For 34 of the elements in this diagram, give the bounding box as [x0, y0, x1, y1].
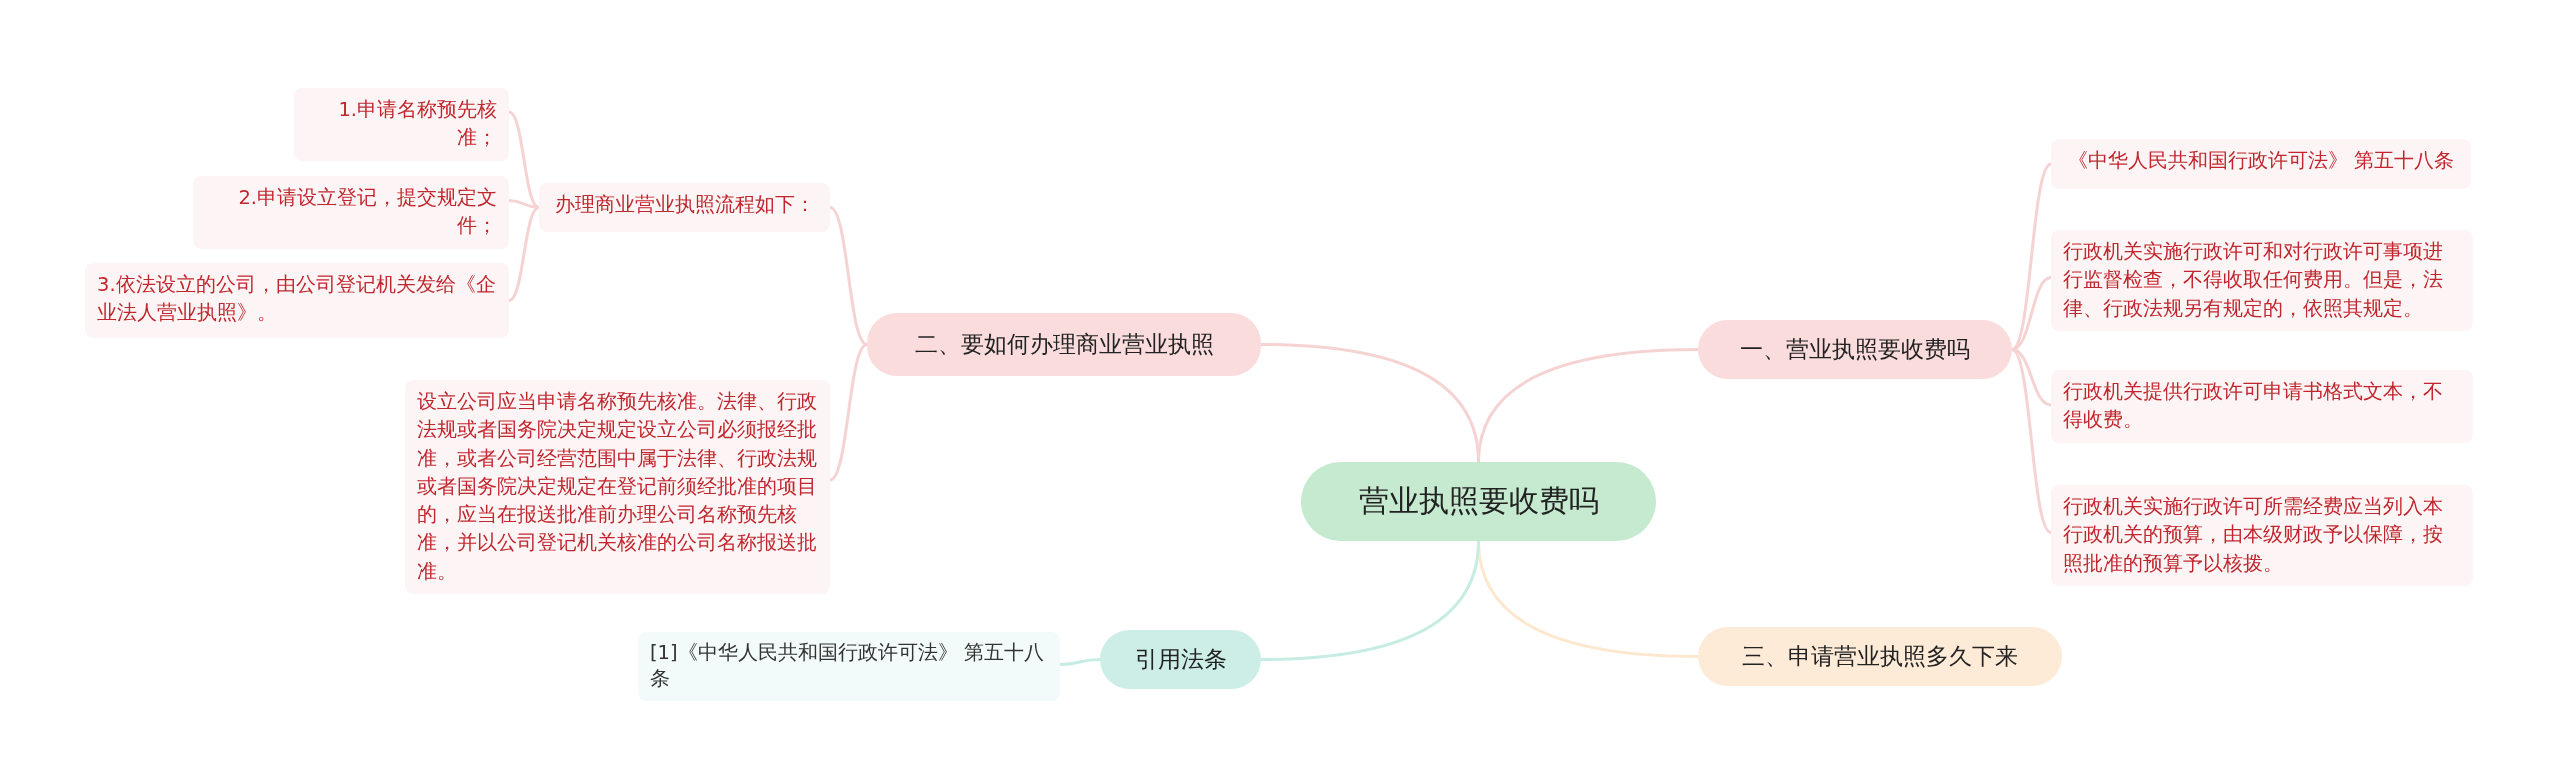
topic-text: 1.申请名称预先核准； [337, 97, 497, 152]
topic-text: [1]《中华人民共和国行政许可法》 第五十八条 [650, 640, 1045, 693]
topic-text: 一、营业执照要收费吗 [1740, 335, 1970, 364]
connector-line [1260, 540, 1480, 661]
note-card [2051, 139, 2471, 189]
connector-line [508, 206, 540, 302]
note-card [193, 176, 509, 249]
connector-line [829, 343, 868, 482]
note-card [2051, 230, 2473, 331]
connector-line [1260, 343, 1480, 463]
connector-line [2011, 162, 2052, 351]
note-card [539, 183, 830, 232]
topic-text: 《中华人民共和国行政许可法》 第五十八条 [2066, 148, 2456, 174]
note-card [85, 263, 509, 338]
connector-line [1059, 658, 1101, 666]
topic-text: 三、申请营业执照多久下来 [1742, 642, 2018, 671]
connector-line [2011, 348, 2052, 534]
topic-text: 行政机关提供行政许可申请书格式文本，不得收费。 [2063, 379, 2444, 434]
connector-line [829, 206, 868, 346]
note-card [2051, 485, 2473, 586]
topic-text: 引用法条 [1134, 645, 1227, 674]
topic-text: 行政机关实施行政许可和对行政许可事项进行监督检查，不得收取任何费用。但是，法律、行政法规另有规定的，依照其规定。 [2063, 239, 2444, 322]
note-card [294, 88, 509, 161]
topic-text: 二、要如何办理商业营业执照 [914, 330, 1214, 359]
topic-pill [867, 313, 1261, 376]
topic-text: 设立公司应当申请名称预先核准。法律、行政法规或者国务院决定规定设立公司必须报经批准，或者公司经营范围中属于法律、行政法规或者国务院决定规定在登记前须经批准的项目的，应当在报送批准前办理公司名称预先核准，并以公司登记机关核准的公司名称报送批准。 [417, 389, 818, 585]
topic-text: 2.申请设立登记，提交规定文件； [237, 185, 497, 240]
note-card [638, 632, 1060, 701]
topic-text: 行政机关实施行政许可所需经费应当列入本行政机关的预算，由本级财政予以保障，按照批准的预算予以核拨。 [2063, 494, 2444, 577]
topic-text: 营业执照要收费吗 [1358, 482, 1599, 520]
connector-line [508, 110, 540, 209]
note-card [2051, 370, 2473, 443]
topic-text: 3.依法设立的公司，由公司登记机关发给《企业法人营业执照》。 [97, 272, 497, 327]
topic-text: 办理商业营业执照流程如下： [553, 192, 816, 218]
